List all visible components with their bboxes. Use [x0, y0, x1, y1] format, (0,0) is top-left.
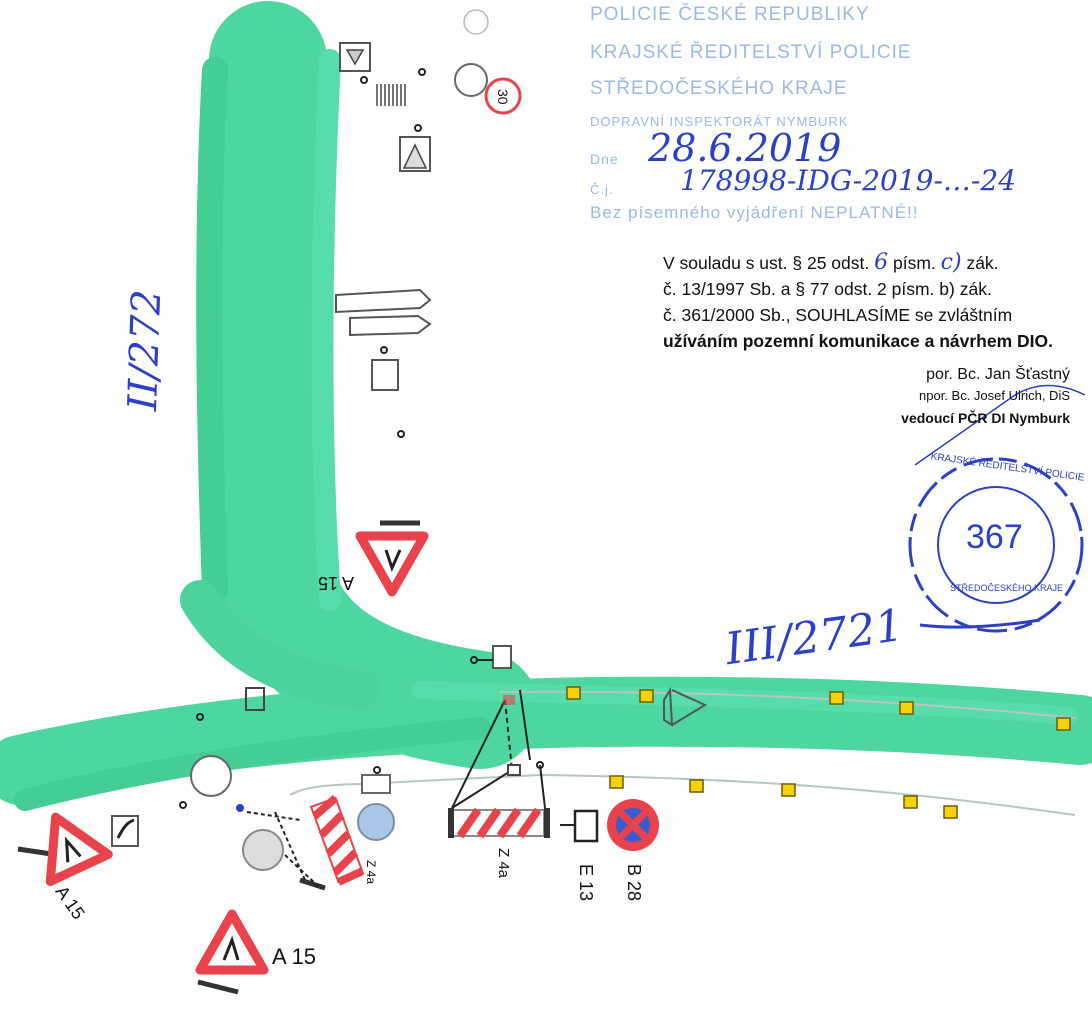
- consent-pism-value: c): [940, 250, 962, 275]
- guide-lines: [451, 689, 546, 809]
- z4a-barrier-left: [309, 794, 365, 886]
- consent-odst-value: 6: [874, 250, 889, 275]
- direction-tables: [335, 288, 432, 391]
- stamp-line-3: STŘEDOČESKÉHO KRAJE: [590, 78, 848, 99]
- signatory-title: vedoucí PČR DI Nymburk: [901, 410, 1070, 426]
- speed-limit-30: 30: [495, 89, 511, 105]
- road-label-vertical: II/272: [120, 288, 171, 412]
- signature-stroke: [914, 384, 1086, 466]
- a15-sign-upper: [355, 531, 429, 597]
- z4a-code-left: Z 4a: [364, 860, 378, 885]
- signatory-2: npor. Bc. Josef Ulrich, DiS: [919, 388, 1070, 403]
- seal-inner-text: STŘEDOČESKÉHO KRAJE: [950, 583, 1064, 593]
- stamp-ref-label: Č.j.: [590, 182, 614, 197]
- consent-line4: užíváním pozemní komunikace a návrhem DI…: [663, 331, 1053, 351]
- direction-arrow-icon: [663, 686, 708, 727]
- a15-code-bottom: A 15: [272, 944, 317, 969]
- left-roadside-symbols: [111, 687, 321, 889]
- seal-number: 367: [966, 518, 1023, 556]
- e13-sign: [573, 809, 599, 843]
- consent-line2: č. 13/1997 Sb. a § 77 odst. 2 písm. b) z…: [663, 279, 992, 299]
- police-seal: [908, 457, 1084, 633]
- stamp-line-2: KRAJSKÉ ŘEDITELSTVÍ POLICIE: [590, 42, 912, 63]
- e13-code: E 13: [576, 864, 596, 902]
- z4a-code-right: Z 4a: [495, 848, 512, 879]
- stamp-line-1: POLICIE ČESKÉ REPUBLIKY: [590, 4, 870, 25]
- consent-line1-prefix: V souladu s ust. § 25 odst.: [663, 253, 870, 273]
- warning-beacons: [566, 686, 1071, 819]
- signatory-1: por. Bc. Jan Šťastný: [926, 366, 1070, 383]
- b28-sign: [607, 799, 659, 851]
- top-signs: 30: [339, 9, 522, 172]
- a15-sign-bottom: [195, 909, 269, 975]
- stamp-ref-handwritten: 178998-IDG-2019-…-24: [680, 164, 1017, 197]
- blue-lamp-icon: [357, 803, 395, 841]
- a15-sign-left: [45, 812, 113, 886]
- stamp-date-label: Dne: [590, 151, 619, 167]
- road-edges: [289, 690, 1076, 816]
- z4a-barrier-right: [448, 807, 550, 839]
- consent-line1-suffix: zák.: [966, 253, 999, 273]
- b28-code: B 28: [624, 864, 644, 902]
- consent-statement: V souladu s ust. § 25 odst. 6 písm. c) z…: [663, 250, 1083, 354]
- a15-code-upper: A 15: [318, 573, 355, 593]
- consent-pism-label: písm.: [893, 253, 936, 273]
- stamp-line-4: DOPRAVNÍ INSPEKTORÁT NYMBURK: [590, 114, 849, 129]
- stamp-date-handwritten: 28.6.2019: [648, 126, 842, 170]
- consent-line3: č. 361/2000 Sb., SOUHLASÍME se zvláštním: [663, 305, 1013, 325]
- stamp-invalid-note: Bez písemného vyjádření NEPLATNÉ!!: [590, 203, 919, 222]
- barrier-bars: [17, 520, 420, 995]
